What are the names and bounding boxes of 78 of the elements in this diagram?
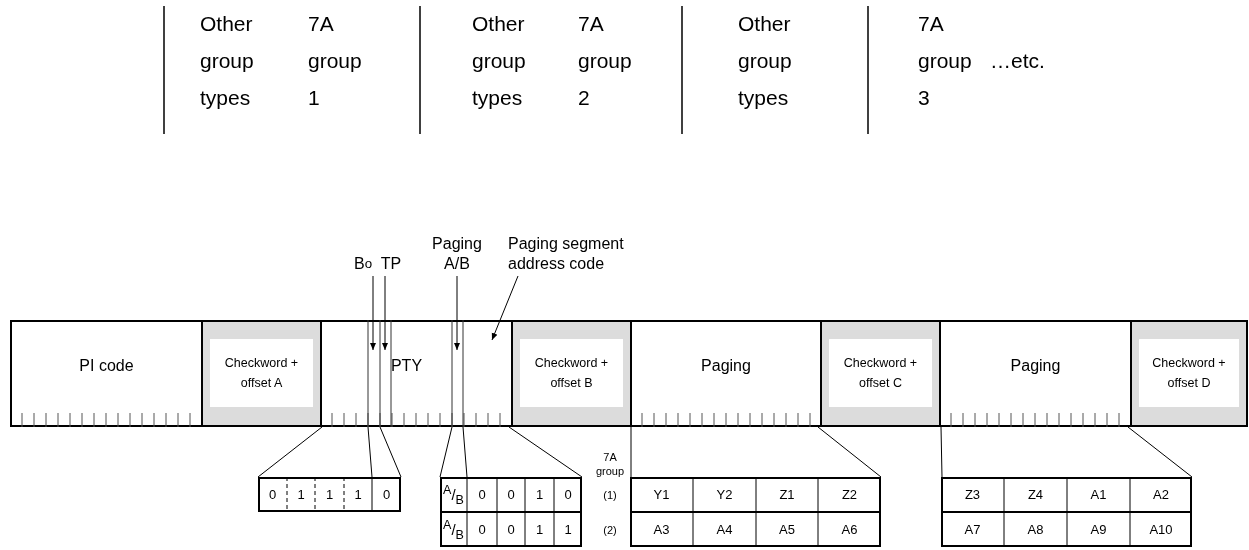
- group-sequence-label: Other group types: [200, 11, 255, 111]
- checkword-label: Checkword + offset D: [1139, 339, 1239, 407]
- bit-value: 1: [325, 487, 334, 502]
- expansion-line: [257, 426, 323, 478]
- address-code: Z4: [1027, 487, 1044, 502]
- group-sequence-label: 7A group 3: [918, 11, 973, 111]
- address-code: Y1: [653, 487, 670, 502]
- expansion-line: [462, 426, 468, 478]
- bit-value: 1: [354, 487, 362, 502]
- row-number: (2): [603, 522, 617, 537]
- address-code: A2: [1153, 487, 1169, 502]
- expansion-line: [439, 426, 453, 478]
- checkword-segment: [201, 320, 322, 427]
- arrow: [370, 275, 376, 351]
- address-code: A8: [1027, 522, 1044, 537]
- expansion-line: [940, 426, 943, 478]
- code-table: [941, 477, 1192, 547]
- checkword-label: Checkword + offset B: [520, 339, 623, 407]
- address-code: A3: [653, 522, 670, 537]
- address-code: Z2: [841, 487, 858, 502]
- bit-value: 0: [478, 487, 486, 502]
- checkword-segment: [820, 320, 941, 427]
- bit-value: 0: [478, 522, 486, 537]
- bit-value: 1: [535, 487, 544, 502]
- bit-value: $^{A}$/$_{B}$: [443, 482, 464, 507]
- group-sequence-label: Other group types: [738, 11, 793, 111]
- arrow: [382, 275, 388, 351]
- expansion-line: [1127, 426, 1193, 478]
- bit-table: [258, 477, 401, 512]
- checkword-segment: [1130, 320, 1248, 427]
- address-code: A4: [716, 522, 733, 537]
- bit-value: 1: [535, 522, 544, 537]
- bit-value: 0: [564, 487, 572, 502]
- bit-label: TP: [377, 244, 405, 274]
- bit-table: [440, 477, 582, 547]
- address-code: Y2: [716, 487, 733, 502]
- bit-label: Paging segment address code: [508, 232, 638, 274]
- column-heading: 7A group: [594, 450, 626, 478]
- field-name: PTY: [390, 355, 423, 376]
- field-segment: [320, 320, 513, 427]
- address-code: A7: [964, 522, 981, 537]
- code-table: [630, 477, 881, 547]
- expansion-line: [367, 426, 373, 478]
- address-code: Z3: [964, 487, 981, 502]
- bit-value: 0: [507, 522, 515, 537]
- address-code: A10: [1149, 522, 1173, 537]
- checkword-segment: [511, 320, 632, 427]
- bit-value: 1: [564, 522, 572, 537]
- checkword-label: Checkword + offset C: [829, 339, 932, 407]
- bit-label: Paging A/B: [434, 232, 480, 274]
- bit-value: $^{A}$/$_{B}$: [443, 517, 464, 542]
- address-code: A9: [1090, 522, 1107, 537]
- bit-value: 0: [382, 487, 391, 502]
- group-sequence-label: 7A group 2: [578, 11, 633, 111]
- field-segment: [630, 320, 822, 427]
- address-code: A1: [1090, 487, 1107, 502]
- arrow: [491, 275, 519, 341]
- field-name: Paging: [1010, 355, 1061, 376]
- expansion-line: [379, 426, 402, 478]
- expansion-line: [817, 426, 882, 478]
- bit-value: 0: [268, 487, 277, 502]
- expansion-line: [508, 426, 583, 478]
- bit-value: 0: [507, 487, 515, 502]
- continuation-note: …etc.: [990, 48, 1046, 74]
- expansion-line: [630, 426, 632, 478]
- address-code: A5: [779, 522, 795, 537]
- field-segment: [939, 320, 1132, 427]
- address-code: A6: [841, 522, 858, 537]
- group-sequence-label: Other group types: [472, 11, 527, 111]
- checkword-label: Checkword + offset A: [210, 339, 313, 407]
- field-segment: [10, 320, 203, 427]
- address-code: Z1: [779, 487, 795, 502]
- row-number: (1): [603, 487, 617, 502]
- field-name: PI code: [79, 355, 134, 376]
- field-name: Paging: [701, 355, 751, 376]
- arrow: [454, 275, 460, 351]
- group-sequence-label: 7A group 1: [308, 11, 363, 111]
- bit-value: 1: [297, 487, 305, 502]
